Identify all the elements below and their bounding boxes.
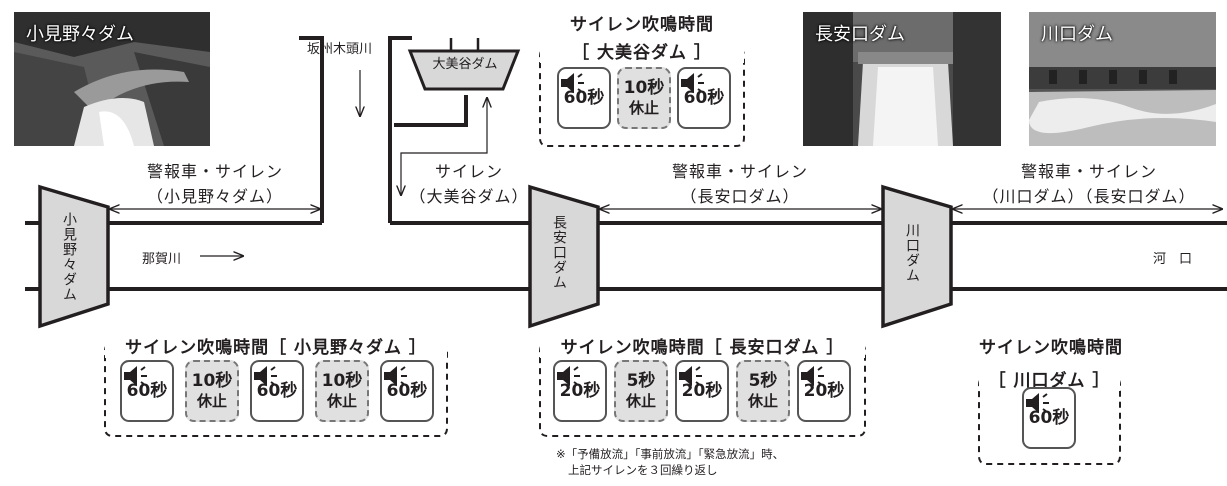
siren-duration: 20秒 xyxy=(803,381,845,401)
photo-nagayasu-label: 長安口ダム xyxy=(815,24,905,45)
coverage-nagayasu-line1: 警報車・サイレン xyxy=(671,162,808,181)
siren-duration: 20秒 xyxy=(559,381,601,401)
speaker-icon xyxy=(1026,393,1049,413)
schedule-kawaguchi-title2: ［ 川口ダム ］ xyxy=(979,366,1120,391)
coverage-omidani-label: サイレン （大美谷ダム） xyxy=(404,159,534,209)
rest-duration: 5秒 xyxy=(748,371,778,391)
dam-nagayasu-label: 長安口ダム xyxy=(551,215,567,290)
coverage-komino-label: 警報車・サイレン （小見野々ダム） xyxy=(100,159,330,209)
rest-box: 10秒 休止 xyxy=(315,360,369,422)
rest-duration: 10秒 xyxy=(321,371,363,391)
schedule-kawaguchi-title1: サイレン吹鳴時間 xyxy=(979,338,1123,358)
footnote-line1: ※「予備放流」「事前放流」「緊急放流」時、 xyxy=(556,447,785,461)
coverage-nagayasu-label: 警報車・サイレン （長安口ダム） xyxy=(625,159,855,209)
coverage-komino-line1: 警報車・サイレン xyxy=(146,162,283,181)
dam-omidani-shape xyxy=(407,49,521,91)
photo-komino-label: 小見野々ダム xyxy=(26,24,134,45)
photo-kawaguchi-dam: 川口ダム xyxy=(1029,12,1216,146)
dam-omidani-label: 大美谷ダム xyxy=(432,57,498,72)
speaker-icon xyxy=(254,366,277,386)
rest-duration: 10秒 xyxy=(191,371,233,391)
dam-nagayasu-shape xyxy=(528,184,600,329)
river-nakagawa-label: 那賀川 xyxy=(142,252,182,267)
siren-box: 60秒 xyxy=(380,360,434,422)
speaker-icon xyxy=(561,73,584,93)
siren-box: 60秒 xyxy=(250,360,304,422)
coverage-omidani-arrow xyxy=(401,98,487,195)
rest-duration: 10秒 xyxy=(623,78,665,98)
dam-komino-shape xyxy=(38,184,110,329)
rest-label: 休止 xyxy=(196,392,227,410)
rest-label: 休止 xyxy=(625,392,656,410)
rest-label: 休止 xyxy=(326,392,357,410)
rest-box: 10秒 休止 xyxy=(185,360,239,422)
estuary-label: 河 口 xyxy=(1153,252,1193,267)
schedule-nagayasu-title: サイレン吹鳴時間［ 長安口ダム ］ xyxy=(540,333,865,358)
speaker-icon xyxy=(384,366,407,386)
rest-box: 10秒 休止 xyxy=(617,67,671,129)
coverage-omidani-line2: （大美谷ダム） xyxy=(409,187,529,206)
siren-box: 20秒 xyxy=(797,360,851,422)
coverage-kawaguchi-label: 警報車・サイレン （川口ダム）（長安口ダム） xyxy=(955,159,1223,209)
photo-kawaguchi-label: 川口ダム xyxy=(1041,24,1113,45)
schedule-komino-title: サイレン吹鳴時間［ 小見野々ダム ］ xyxy=(105,333,447,358)
siren-box: 60秒 xyxy=(557,67,611,129)
siren-duration: 60秒 xyxy=(256,381,298,401)
schedule-omidani-title1: サイレン吹鳴時間 xyxy=(570,15,714,35)
rest-box: 5秒 休止 xyxy=(736,360,790,422)
omidani-branch xyxy=(394,95,468,127)
rest-label: 休止 xyxy=(628,99,659,117)
river-sakashu-label: 坂州木頭川 xyxy=(307,42,373,57)
siren-duration: 60秒 xyxy=(386,381,428,401)
coverage-kawaguchi-line1: 警報車・サイレン xyxy=(1020,162,1157,181)
dam-komino-label: 小見野々ダム xyxy=(61,212,77,302)
siren-duration: 60秒 xyxy=(126,381,168,401)
speaker-icon xyxy=(681,73,704,93)
rest-duration: 5秒 xyxy=(626,371,656,391)
coverage-omidani-line1: サイレン xyxy=(434,162,503,181)
footnote-line2: 上記サイレンを３回繰り返し xyxy=(568,463,718,477)
speaker-icon xyxy=(679,366,702,386)
coverage-kawaguchi-line2: （川口ダム）（長安口ダム） xyxy=(982,187,1196,206)
rest-label: 休止 xyxy=(747,392,778,410)
siren-duration: 60秒 xyxy=(1028,408,1070,428)
photo-nagayasu-dam: 長安口ダム xyxy=(803,12,1001,146)
siren-duration: 20秒 xyxy=(681,381,723,401)
coverage-komino-line2: （小見野々ダム） xyxy=(146,187,283,206)
coverage-nagayasu-line2: （長安口ダム） xyxy=(680,187,800,206)
siren-duration: 60秒 xyxy=(563,88,605,108)
siren-duration: 60秒 xyxy=(683,88,725,108)
tributary-banks xyxy=(299,36,412,223)
speaker-icon xyxy=(124,366,147,386)
siren-box: 20秒 xyxy=(675,360,729,422)
rest-box: 5秒 休止 xyxy=(614,360,668,422)
dam-kawaguchi-shape xyxy=(881,184,953,329)
speaker-icon xyxy=(557,366,580,386)
siren-box: 60秒 xyxy=(120,360,174,422)
speaker-icon xyxy=(801,366,824,386)
siren-box: 20秒 xyxy=(553,360,607,422)
footnote: ※「予備放流」「事前放流」「緊急放流」時、 上記サイレンを３回繰り返し xyxy=(556,446,784,478)
siren-box: 60秒 xyxy=(677,67,731,129)
siren-box: 60秒 xyxy=(1022,387,1076,449)
dam-kawaguchi-label: 川口ダム xyxy=(904,223,920,283)
photo-komino-dam: 小見野々ダム xyxy=(14,12,210,146)
schedule-omidani-title2: ［ 大美谷ダム ］ xyxy=(540,38,744,63)
